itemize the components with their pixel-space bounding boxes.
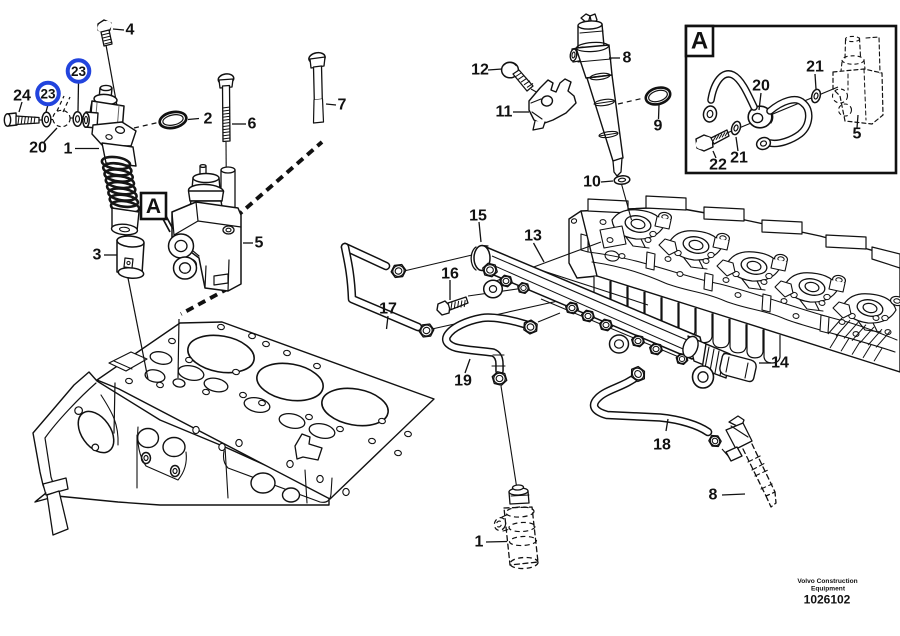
svg-text:9: 9 <box>654 118 663 135</box>
svg-text:1026102: 1026102 <box>804 593 851 607</box>
svg-text:A: A <box>146 195 161 218</box>
svg-text:13: 13 <box>524 228 542 245</box>
svg-text:15: 15 <box>469 208 487 225</box>
svg-text:16: 16 <box>441 266 459 283</box>
svg-text:A: A <box>691 28 708 55</box>
svg-text:3: 3 <box>93 247 102 264</box>
svg-text:1: 1 <box>64 141 73 158</box>
svg-text:17: 17 <box>379 301 397 318</box>
svg-text:23: 23 <box>71 64 87 79</box>
svg-text:4: 4 <box>126 22 135 39</box>
svg-text:1: 1 <box>475 534 484 551</box>
svg-text:14: 14 <box>771 355 789 372</box>
svg-text:20: 20 <box>29 140 47 157</box>
svg-text:12: 12 <box>471 62 489 79</box>
svg-text:18: 18 <box>653 437 671 454</box>
svg-text:10: 10 <box>583 174 601 191</box>
svg-text:22: 22 <box>709 157 727 174</box>
svg-text:24: 24 <box>13 88 31 105</box>
svg-text:6: 6 <box>248 116 257 133</box>
svg-text:5: 5 <box>853 126 862 143</box>
svg-text:23: 23 <box>40 87 56 102</box>
svg-text:Volvo Construction: Volvo Construction <box>797 578 857 585</box>
svg-text:8: 8 <box>623 50 632 67</box>
svg-text:2: 2 <box>204 111 213 128</box>
svg-text:5: 5 <box>255 235 264 252</box>
svg-text:7: 7 <box>338 97 347 114</box>
svg-text:20: 20 <box>752 78 770 95</box>
svg-text:8: 8 <box>709 487 718 504</box>
svg-text:19: 19 <box>454 373 472 390</box>
svg-text:21: 21 <box>806 59 824 76</box>
svg-text:21: 21 <box>730 150 748 167</box>
svg-text:11: 11 <box>496 104 513 121</box>
svg-text:Equipment: Equipment <box>811 586 846 593</box>
